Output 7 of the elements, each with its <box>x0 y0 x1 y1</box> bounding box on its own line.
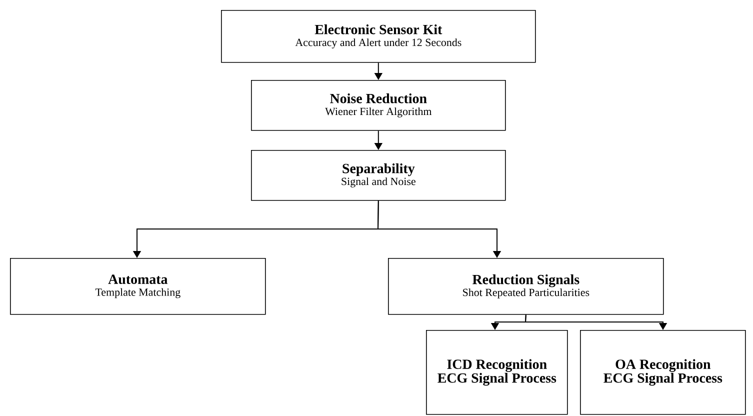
process-box: Separability Signal and Noise <box>251 150 506 201</box>
process-box: Automata Template Matching <box>10 258 266 315</box>
process-box: Reduction Signals Shot Repeated Particularities <box>388 258 664 315</box>
process-box: OA Recognition ECG Signal Process <box>580 330 746 415</box>
process-box: Electronic Sensor Kit Accuracy and Alert under 12 Seconds <box>221 10 536 63</box>
process-box: ICD Recognition ECG Signal Process <box>426 330 568 415</box>
process-box: Noise Reduction Wiener Filter Algorithm <box>251 80 506 131</box>
